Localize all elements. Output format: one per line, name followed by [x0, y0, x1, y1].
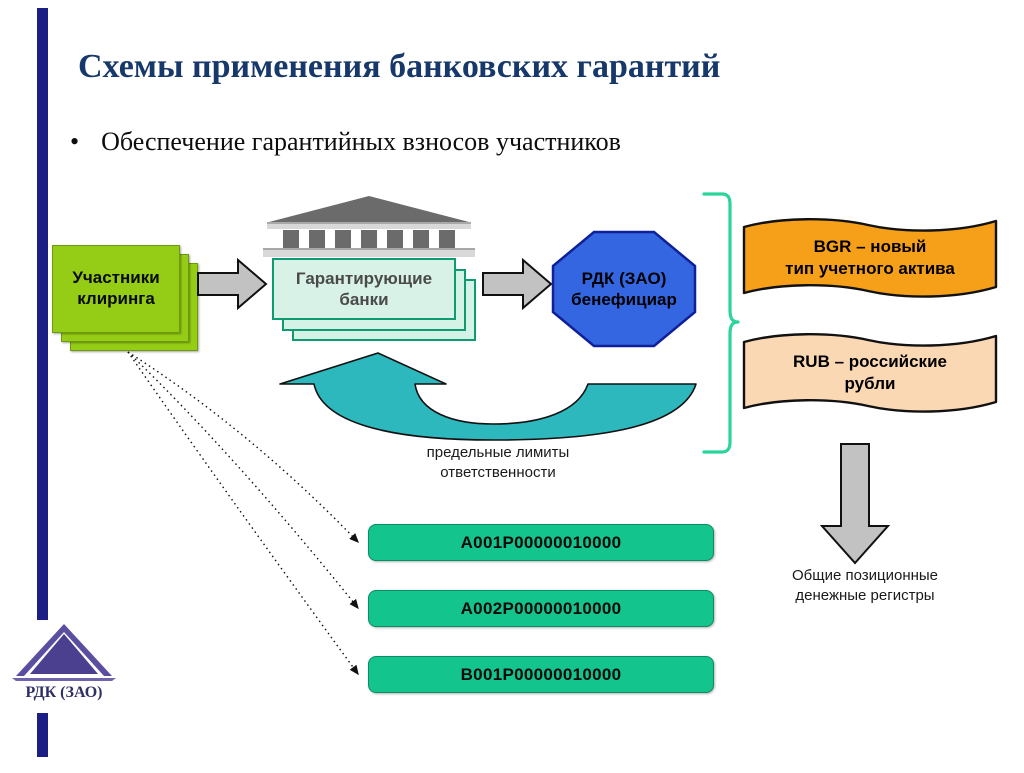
limits-caption-line1: предельные лимиты	[426, 444, 570, 461]
gray-arrow-down-to-registers	[818, 442, 892, 566]
banks-stack[interactable]: Гарантирующие банки	[272, 258, 484, 346]
banks-label: Гарантирующие банки	[295, 268, 433, 309]
rdk-logo: РДК (ЗАО)	[8, 622, 120, 712]
bank-building-icon	[263, 196, 475, 258]
banner-bgr[interactable]: BGR – новый тип учетного актива	[740, 215, 1000, 301]
register-code-1: A002P00000010000	[460, 598, 622, 618]
beneficiary-octagon[interactable]: РДК (ЗАО) бенефициар	[551, 230, 697, 348]
participants-stack[interactable]: Участники клиринга	[52, 245, 200, 353]
limits-caption-line2: ответственности	[440, 464, 556, 482]
left-accent-bar-top	[37, 8, 48, 620]
scope-bracket	[700, 190, 740, 458]
register-box-2[interactable]: B001P00000010000	[368, 656, 714, 693]
limits-caption: предельные лимиты ответственности	[368, 443, 628, 484]
bullet-text: Обеспечение гарантийных взносов участник…	[101, 127, 621, 156]
registers-caption-line1: Общие позиционные	[791, 567, 939, 584]
gray-arrow-participants-to-banks	[196, 257, 268, 311]
bullet-marker-icon: •	[70, 127, 80, 156]
registers-caption-line2: денежные регистры	[795, 587, 935, 605]
participants-box[interactable]: Участники клиринга	[52, 245, 180, 333]
register-box-0[interactable]: A001P00000010000	[368, 524, 714, 561]
registers-caption: Общие позиционные денежные регистры	[750, 566, 980, 607]
banner-rub[interactable]: RUB – российские рубли	[740, 330, 1000, 416]
banks-box[interactable]: Гарантирующие банки	[272, 258, 456, 320]
rdk-triangle-logo-icon	[12, 624, 116, 681]
teal-curved-arrow-limits	[278, 350, 698, 442]
left-accent-bar-bottom	[37, 713, 48, 757]
register-box-1[interactable]: A002P00000010000	[368, 590, 714, 627]
page-title: Схемы применения банковских гарантий	[78, 48, 721, 85]
register-code-2: B001P00000010000	[460, 664, 622, 684]
bullet-line: • Обеспечение гарантийных взносов участн…	[70, 127, 970, 157]
register-code-0: A001P00000010000	[460, 532, 622, 552]
participants-label: Участники клиринга	[72, 268, 160, 308]
rdk-logo-text: РДК (ЗАО)	[25, 684, 103, 701]
gray-arrow-banks-to-beneficiary	[481, 257, 553, 311]
